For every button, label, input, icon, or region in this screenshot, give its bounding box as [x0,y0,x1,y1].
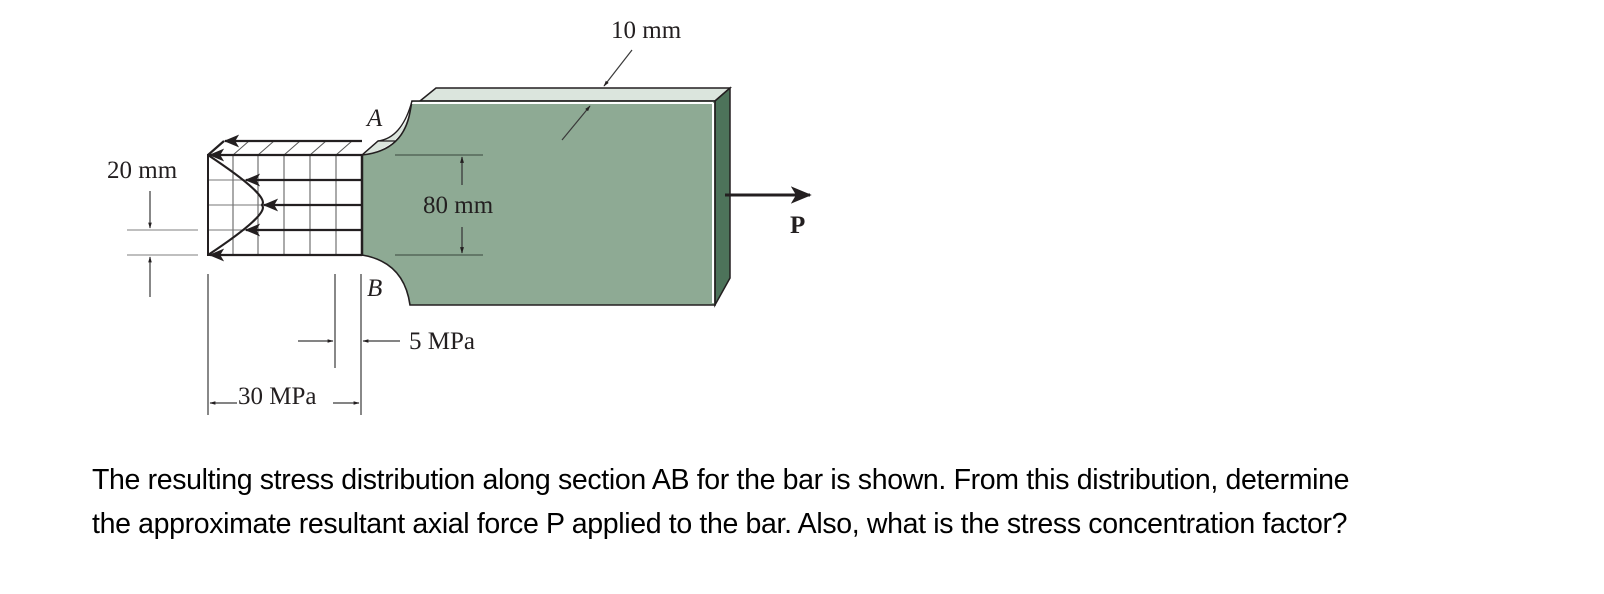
width-label: 80 mm [423,192,494,219]
stress-distribution-figure: 80 mm 10 mm A B 20 mm [107,17,812,415]
bar-body [361,86,733,308]
spacing-label: 20 mm [107,157,178,184]
stress-distribution-grid [207,134,364,262]
force-label: P [790,212,805,239]
problem-line-2: the approximate resultant axial force P … [92,508,1348,540]
width-dimension [395,154,483,256]
point-b-label: B [367,275,382,302]
min-stress-label: 5 MPa [409,328,475,355]
thickness-dimension [561,49,633,141]
point-a-label: A [365,105,383,132]
thickness-label: 10 mm [611,17,682,44]
spacing-dimension [127,191,198,297]
stress-dimensions [207,274,400,415]
max-stress-label: 30 MPa [238,383,316,410]
problem-line-1: The resulting stress distribution along … [92,464,1350,496]
problem-statement: The resulting stress distribution along … [92,458,1532,546]
bar-diagram: 80 mm 10 mm A B 20 mm [107,17,812,415]
